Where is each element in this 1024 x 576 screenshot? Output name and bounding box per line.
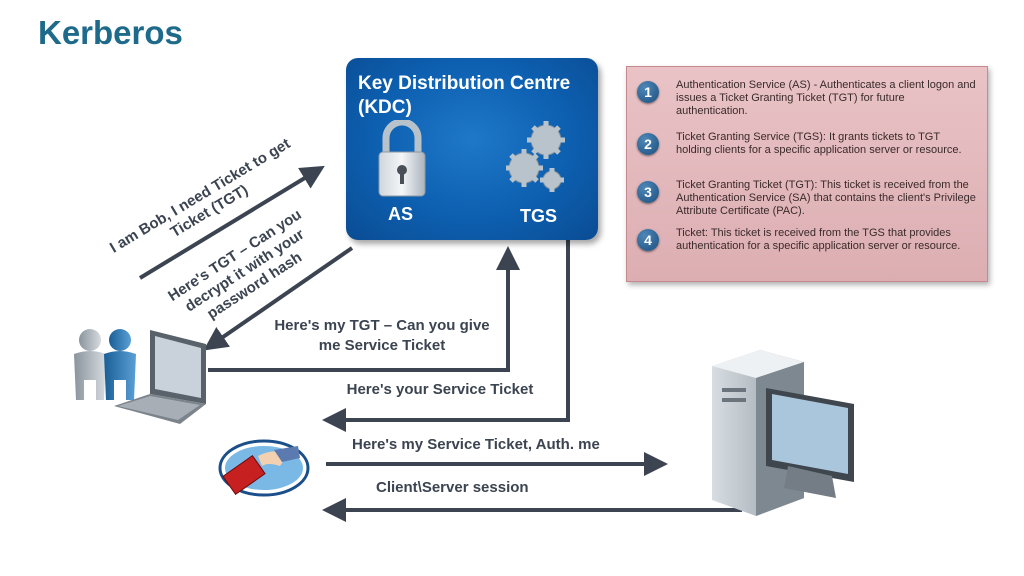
gears-icon <box>506 121 565 192</box>
as-label: AS <box>388 204 414 224</box>
kdc-title: Key Distribution Centre (KDC) <box>358 73 571 118</box>
step-number-badge: 2 <box>637 133 659 155</box>
legend-text: Ticket Granting Ticket (TGT): This ticke… <box>676 179 976 217</box>
legend-text: Ticket: This ticket is received from the… <box>676 227 961 252</box>
arrow-tgt-to-tgs <box>208 246 520 372</box>
step-number-badge: 1 <box>637 81 659 103</box>
step-number-badge: 4 <box>637 229 659 251</box>
kdc-box: Key Distribution Centre (KDC) AS TGS <box>346 58 598 240</box>
ticket-badge-icon <box>218 439 310 497</box>
service-ticket-label: Here's your Service Ticket <box>346 381 534 398</box>
page-title: Kerberos <box>38 14 183 51</box>
tgs-label: TGS <box>520 206 558 226</box>
legend-panel: 1 Authentication Service (AS) - Authenti… <box>626 66 988 282</box>
step-number-badge: 3 <box>637 181 659 203</box>
arrow-request-tgt <box>138 165 325 280</box>
auth-request-label: Here's my Service Ticket, Auth. me <box>352 436 600 453</box>
session-label: Client\Server session <box>376 479 529 496</box>
arrow-service-ticket <box>322 240 570 432</box>
tgt-to-tgs-label: Here's my TGT – Can you give me Service … <box>274 317 490 354</box>
arrow-tgt-reply <box>203 246 354 351</box>
padlock-icon <box>378 120 426 197</box>
server-icon <box>712 350 854 516</box>
legend-text: Ticket Granting Service (TGS): It grants… <box>676 131 962 156</box>
legend-text: Authentication Service (AS) - Authentica… <box>676 79 976 117</box>
client-users-laptop-icon <box>74 329 206 424</box>
